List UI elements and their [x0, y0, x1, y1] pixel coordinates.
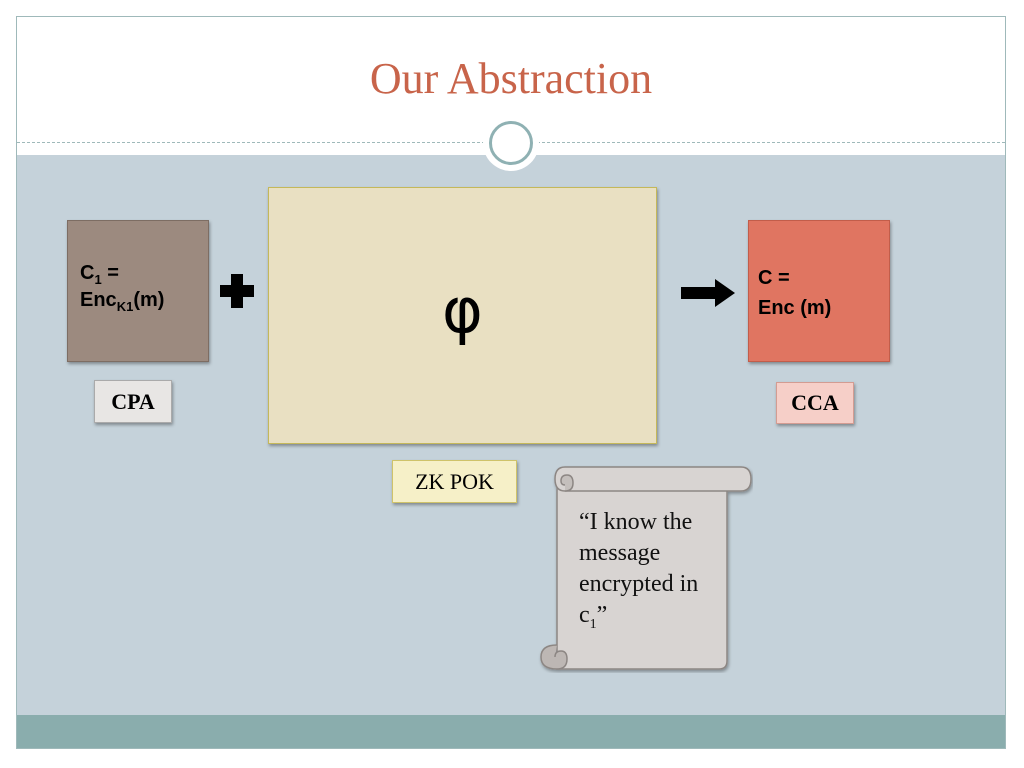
- scroll-quote-main: “I know the message encrypted in c: [579, 509, 699, 628]
- enc-text: Enc: [80, 289, 117, 312]
- c-line2: Enc (m): [758, 297, 832, 319]
- plus-icon: [220, 274, 254, 308]
- slide: Our Abstraction C1 = EncK1(m) φ C = Enc …: [16, 16, 1006, 749]
- ciphertext-c1-box: C1 = EncK1(m): [67, 220, 209, 362]
- scroll-quote: “I know the message encrypted in c1”: [579, 507, 729, 640]
- c1-subscript: 1: [94, 272, 102, 287]
- c1-letter: C: [80, 262, 95, 284]
- scroll-quote-end: ”: [596, 602, 608, 628]
- zk-pok-label: ZK POK: [392, 460, 517, 503]
- ciphertext-c-box: C = Enc (m): [748, 220, 890, 362]
- c1-line1: C1 =: [80, 261, 208, 288]
- enc-key-subscript: K1: [116, 299, 134, 315]
- circle-ornament-icon: [483, 115, 539, 171]
- c1-equals: =: [101, 262, 119, 284]
- circle-ornament-inner: [489, 121, 533, 165]
- right-arrow-icon: [681, 279, 735, 307]
- phi-symbol: φ: [442, 274, 483, 347]
- enc-message: (m): [133, 289, 165, 312]
- slide-title: Our Abstraction: [369, 54, 653, 103]
- c1-line2: EncK1(m): [80, 288, 208, 315]
- scroll-icon: [540, 466, 752, 670]
- phi-statement-box: φ: [268, 187, 657, 444]
- cpa-label: CPA: [94, 380, 172, 423]
- footer-bar: [17, 715, 1005, 748]
- scroll-quote-subscript: 1: [589, 616, 597, 632]
- cca-label: CCA: [776, 382, 854, 424]
- c-line1: C =: [758, 267, 790, 289]
